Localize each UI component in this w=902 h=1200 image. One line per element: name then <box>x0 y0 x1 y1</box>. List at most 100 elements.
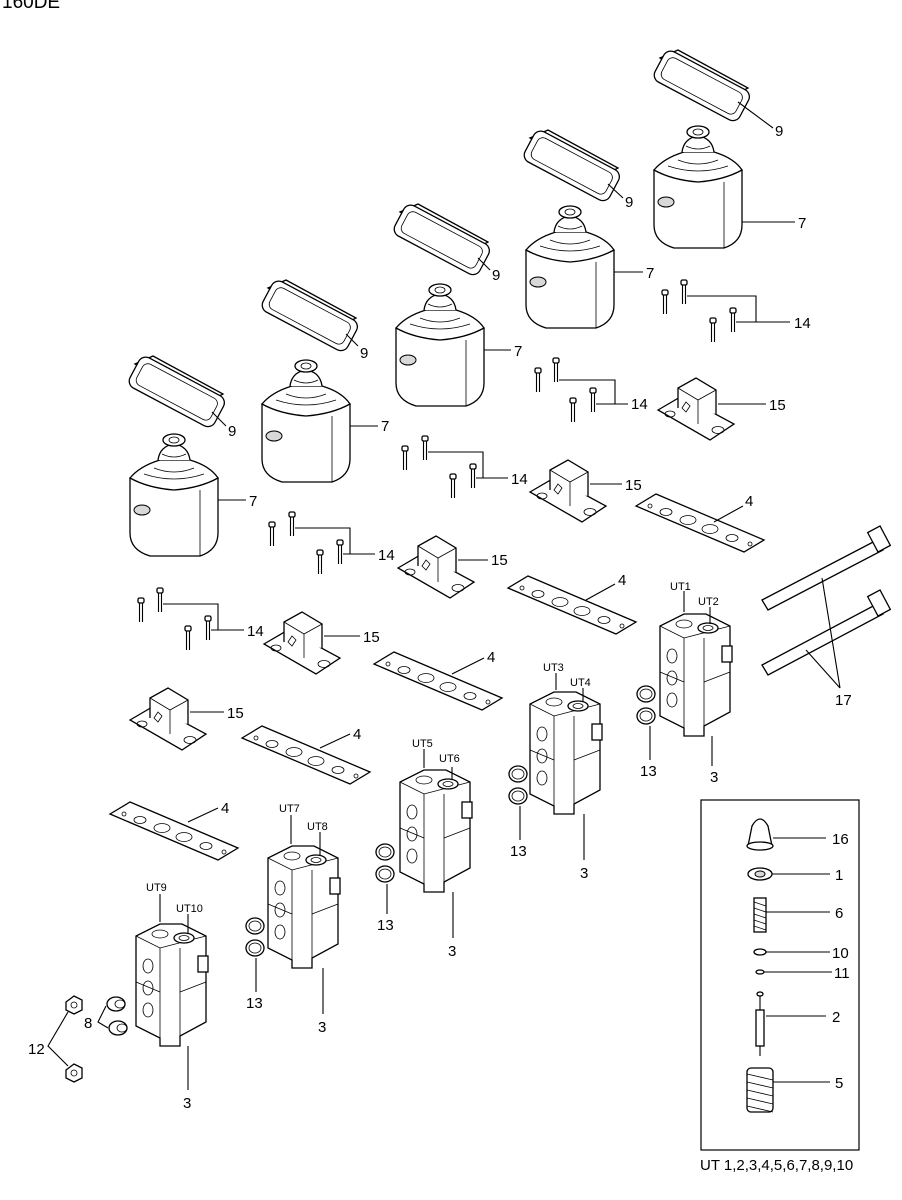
gasket-2 <box>520 127 624 205</box>
inset-part-10 <box>753 948 830 956</box>
plate-1 <box>635 493 765 553</box>
label-2: 2 <box>832 1009 840 1026</box>
oring-pair-1 <box>636 685 656 760</box>
label-16: 16 <box>832 831 849 848</box>
valve-block-1 <box>659 591 733 766</box>
label-14-c: 14 <box>511 471 528 488</box>
inset-part-2 <box>755 991 826 1056</box>
bracket-5 <box>129 687 224 751</box>
label-7-b: 7 <box>646 265 654 282</box>
label-6: 6 <box>835 905 843 922</box>
gasket-4 <box>258 277 361 355</box>
ut8-label: UT8 <box>307 821 328 833</box>
ut10-label: UT10 <box>176 903 203 915</box>
ut9-label: UT9 <box>146 882 167 894</box>
boot-3 <box>395 283 511 407</box>
label-13-c: 13 <box>377 917 394 934</box>
valve-block-3 <box>399 749 473 938</box>
inset-part-11 <box>755 969 832 975</box>
label-7-a: 7 <box>798 215 806 232</box>
inset-frame <box>700 799 860 1151</box>
bracket-4 <box>263 611 360 675</box>
label-9-e: 9 <box>228 423 236 440</box>
diagram-code: 160DE <box>2 0 60 13</box>
ut5-label: UT5 <box>412 738 433 750</box>
ut1-label: UT1 <box>670 581 691 593</box>
gasket-1 <box>650 47 774 129</box>
ut6-label: UT6 <box>439 753 460 765</box>
label-15-b: 15 <box>625 477 642 494</box>
valve-block-2 <box>529 673 603 860</box>
label-4-d: 4 <box>353 726 361 743</box>
label-10: 10 <box>832 945 849 962</box>
bolt-group-1 <box>661 279 790 343</box>
label-3-a: 3 <box>710 769 718 786</box>
ut4-label: UT4 <box>570 677 591 689</box>
label-12: 12 <box>28 1041 45 1058</box>
label-5: 5 <box>835 1075 843 1092</box>
inset-part-5 <box>746 1067 830 1113</box>
ut3-label: UT3 <box>543 662 564 674</box>
label-1: 1 <box>835 867 843 884</box>
gasket-3 <box>390 201 493 279</box>
plate-4 <box>241 725 371 785</box>
inset-caption: UT 1,2,3,4,5,6,7,8,9,10 <box>700 1157 853 1174</box>
bracket-3 <box>397 535 488 599</box>
label-13-a: 13 <box>640 763 657 780</box>
gasket-5 <box>125 353 228 431</box>
ut2-label: UT2 <box>698 596 719 608</box>
inset-part-6 <box>753 897 830 933</box>
tie-rods <box>761 525 892 689</box>
bracket-1 <box>657 377 766 441</box>
label-9-b: 9 <box>625 194 633 211</box>
label-3-b: 3 <box>580 865 588 882</box>
label-3-c: 3 <box>448 943 456 960</box>
label-4-b: 4 <box>618 572 626 589</box>
bolt-group-5 <box>137 587 244 651</box>
nuts <box>47 995 83 1083</box>
label-7-e: 7 <box>249 493 257 510</box>
oring-pair-2 <box>508 765 528 840</box>
label-9-a: 9 <box>775 123 783 140</box>
label-14-b: 14 <box>631 396 648 413</box>
bolt-group-2 <box>534 357 628 423</box>
label-14-a: 14 <box>794 315 811 332</box>
label-3-d: 3 <box>318 1019 326 1036</box>
bolt-group-4 <box>268 511 375 575</box>
label-15-c: 15 <box>491 552 508 569</box>
boot-1 <box>653 125 795 249</box>
valve-block-5 <box>135 894 209 1090</box>
label-15-a: 15 <box>769 397 786 414</box>
plate-5 <box>109 801 239 861</box>
inset-part-16 <box>746 818 826 851</box>
plugs <box>97 996 128 1036</box>
label-7-d: 7 <box>381 418 389 435</box>
label-9-d: 9 <box>360 345 368 362</box>
label-15-e: 15 <box>227 705 244 722</box>
inset-part-1 <box>747 867 830 881</box>
ut7-label: UT7 <box>279 803 300 815</box>
label-17: 17 <box>835 692 852 709</box>
boot-2 <box>525 205 643 329</box>
plate-2 <box>507 575 637 635</box>
boot-5 <box>129 433 246 557</box>
plate-3 <box>373 651 503 711</box>
bolt-group-3 <box>401 435 508 499</box>
label-4-e: 4 <box>221 800 229 817</box>
label-7-c: 7 <box>514 343 522 360</box>
oring-pair-4 <box>245 917 265 992</box>
oring-pair-3 <box>375 843 395 914</box>
label-14-e: 14 <box>247 623 264 640</box>
label-3-e: 3 <box>183 1095 191 1112</box>
label-13-b: 13 <box>510 843 527 860</box>
bracket-2 <box>529 459 622 523</box>
label-11: 11 <box>834 965 850 982</box>
label-13-d: 13 <box>246 995 263 1012</box>
label-4-a: 4 <box>745 493 753 510</box>
label-15-d: 15 <box>363 629 380 646</box>
label-14-d: 14 <box>378 547 395 564</box>
valve-block-4 <box>267 815 341 1014</box>
label-4-c: 4 <box>487 649 495 666</box>
boot-4 <box>261 359 378 483</box>
